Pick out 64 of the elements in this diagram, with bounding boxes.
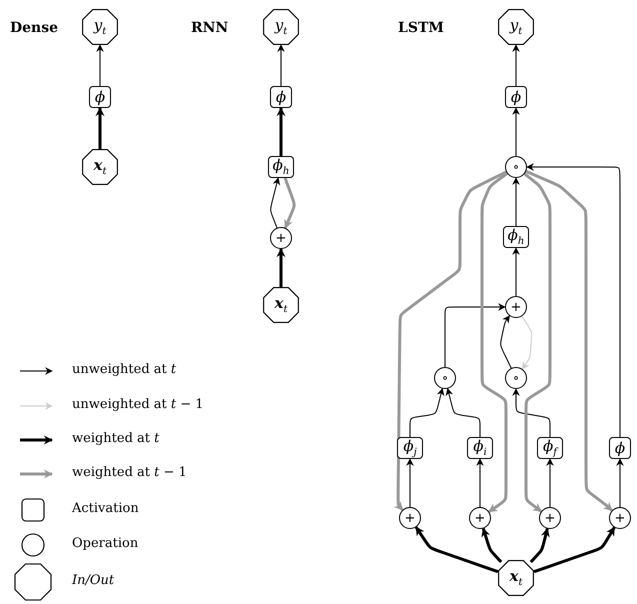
arrow bbox=[512, 247, 520, 296]
legend-label: Operation bbox=[72, 536, 138, 551]
arrow bbox=[284, 177, 296, 229]
operation-circle: ∘ bbox=[505, 156, 527, 178]
operation-circle: ∘ bbox=[505, 367, 527, 389]
arrow bbox=[406, 458, 414, 508]
arrow bbox=[394, 170, 507, 511]
in-out-octagon: x$_{t}$ bbox=[263, 287, 299, 323]
in-out-octagon: y$_{t}$ bbox=[263, 9, 299, 45]
legend-label: In/Out bbox=[72, 573, 114, 588]
panel-title: Dense bbox=[10, 20, 58, 36]
panel-title: RNN bbox=[191, 20, 228, 36]
arrow bbox=[521, 316, 532, 370]
arrow bbox=[500, 315, 512, 369]
arrow bbox=[276, 248, 286, 287]
arrow bbox=[512, 107, 520, 156]
arrow bbox=[534, 526, 616, 574]
arrow bbox=[96, 107, 104, 149]
operation-circle: + bbox=[609, 507, 631, 529]
arrow bbox=[512, 388, 550, 438]
arrow bbox=[524, 172, 552, 513]
panel-title: LSTM bbox=[398, 20, 444, 36]
operation-circle: + bbox=[469, 507, 491, 529]
legend-label: Activation bbox=[72, 501, 139, 516]
activation-box: ϕ$_{h}$ bbox=[268, 156, 294, 178]
activation-box: ϕ$_{h}$ bbox=[503, 226, 529, 248]
legend-label: unweighted at t bbox=[72, 362, 176, 377]
legend-label: unweighted at t − 1 bbox=[72, 397, 204, 412]
arrow bbox=[480, 172, 508, 513]
in-out-octagon: x$_{t}$ bbox=[498, 560, 534, 596]
operation-circle: + bbox=[539, 507, 561, 529]
legend-label: weighted at t − 1 bbox=[72, 465, 187, 480]
arrow bbox=[512, 177, 520, 226]
activation-box: ϕ$_{f}$ bbox=[537, 437, 563, 459]
operation-circle: + bbox=[399, 507, 421, 529]
activation-box: ϕ bbox=[505, 86, 527, 108]
arrow bbox=[526, 163, 620, 438]
arrow bbox=[414, 526, 498, 574]
arrow bbox=[276, 107, 286, 156]
arrow bbox=[444, 303, 506, 368]
arrow bbox=[446, 388, 480, 438]
arrow bbox=[410, 388, 444, 438]
operation-circle: + bbox=[505, 296, 527, 318]
activation-box: ϕ bbox=[609, 437, 631, 459]
activation-box: ϕ bbox=[89, 86, 111, 108]
in-out-octagon: x$_{t}$ bbox=[82, 149, 118, 185]
in-out-octagon: y$_{t}$ bbox=[498, 9, 534, 45]
operation-circle: + bbox=[270, 227, 292, 249]
arrow bbox=[512, 44, 520, 86]
activation-box: ϕ$_{i}$ bbox=[467, 437, 493, 459]
arrow bbox=[546, 458, 554, 508]
arrow bbox=[277, 44, 285, 86]
in-out-octagon: y$_{t}$ bbox=[82, 9, 118, 45]
arrow bbox=[530, 528, 550, 564]
arrow bbox=[616, 458, 624, 508]
operation-circle: ∘ bbox=[434, 367, 456, 389]
activation-box: ϕ bbox=[270, 86, 292, 108]
arrow bbox=[96, 44, 104, 86]
arrow bbox=[270, 177, 280, 228]
arrow bbox=[481, 528, 502, 564]
legend-label: weighted at t bbox=[72, 431, 160, 446]
arrow bbox=[476, 458, 484, 508]
arrow bbox=[526, 170, 613, 512]
activation-box: ϕ$_{j}$ bbox=[397, 437, 423, 459]
